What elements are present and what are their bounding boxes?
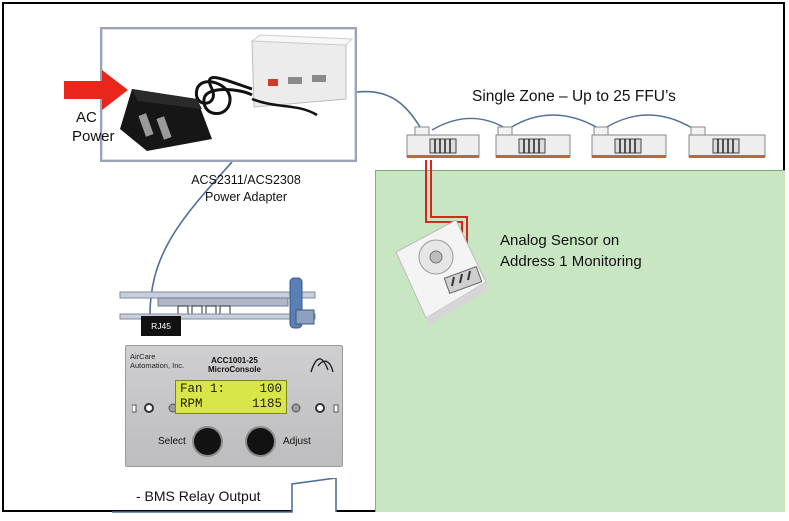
lcd-display: Fan 1: 100 RPM 1185 (175, 380, 287, 414)
ffu-unit (406, 126, 480, 158)
analog-sensor (395, 219, 488, 326)
ffu-unit (688, 126, 766, 158)
ac-power-label: AC Power (72, 109, 115, 145)
model-label: ACC1001-25 MicroConsole (208, 356, 261, 374)
select-knob[interactable] (194, 428, 221, 455)
circuit-board (119, 277, 316, 329)
lcd-fan-label: Fan 1: (180, 382, 226, 396)
adapter-illustration (120, 34, 354, 151)
sensor-label: Analog Sensor on Address 1 Monitoring (500, 232, 642, 270)
ffu-link-2 (509, 114, 599, 129)
ffu-link-3 (604, 114, 693, 129)
rj45-connector: RJ45 (141, 316, 181, 336)
zone-title: Single Zone – Up to 25 FFU’s (472, 88, 676, 105)
adapter-box (251, 40, 347, 108)
bms-label: - BMS Relay Output (136, 488, 261, 504)
adapter-led (268, 79, 278, 86)
ffu-link-1 (431, 117, 506, 131)
adjust-label: Adjust (283, 436, 311, 447)
lcd-row-fan: Fan 1: 100 (180, 382, 282, 397)
adapter-to-board-cable (149, 161, 233, 323)
lcd-rpm-label: RPM (180, 397, 203, 411)
lcd-rpm-value: 1185 (251, 397, 282, 411)
bms-output-tab (112, 478, 337, 513)
ac-power-arrow (64, 70, 128, 110)
ffu-unit (591, 126, 667, 158)
lcd-row-rpm: RPM 1185 (180, 397, 282, 412)
adapter-label: ACS2311/ACS2308 Power Adapter (191, 173, 301, 204)
lcd-fan-value: 100 (259, 382, 282, 396)
power-adapter-photo (100, 27, 357, 162)
ffu-row (406, 126, 766, 158)
ffu-unit (495, 126, 571, 158)
company-logo-icon (310, 358, 334, 373)
select-label: Select (158, 436, 186, 447)
adjust-knob[interactable] (247, 428, 274, 455)
right-indicators (291, 403, 339, 413)
maker-label: AirCare Automation, Inc. (130, 352, 185, 370)
